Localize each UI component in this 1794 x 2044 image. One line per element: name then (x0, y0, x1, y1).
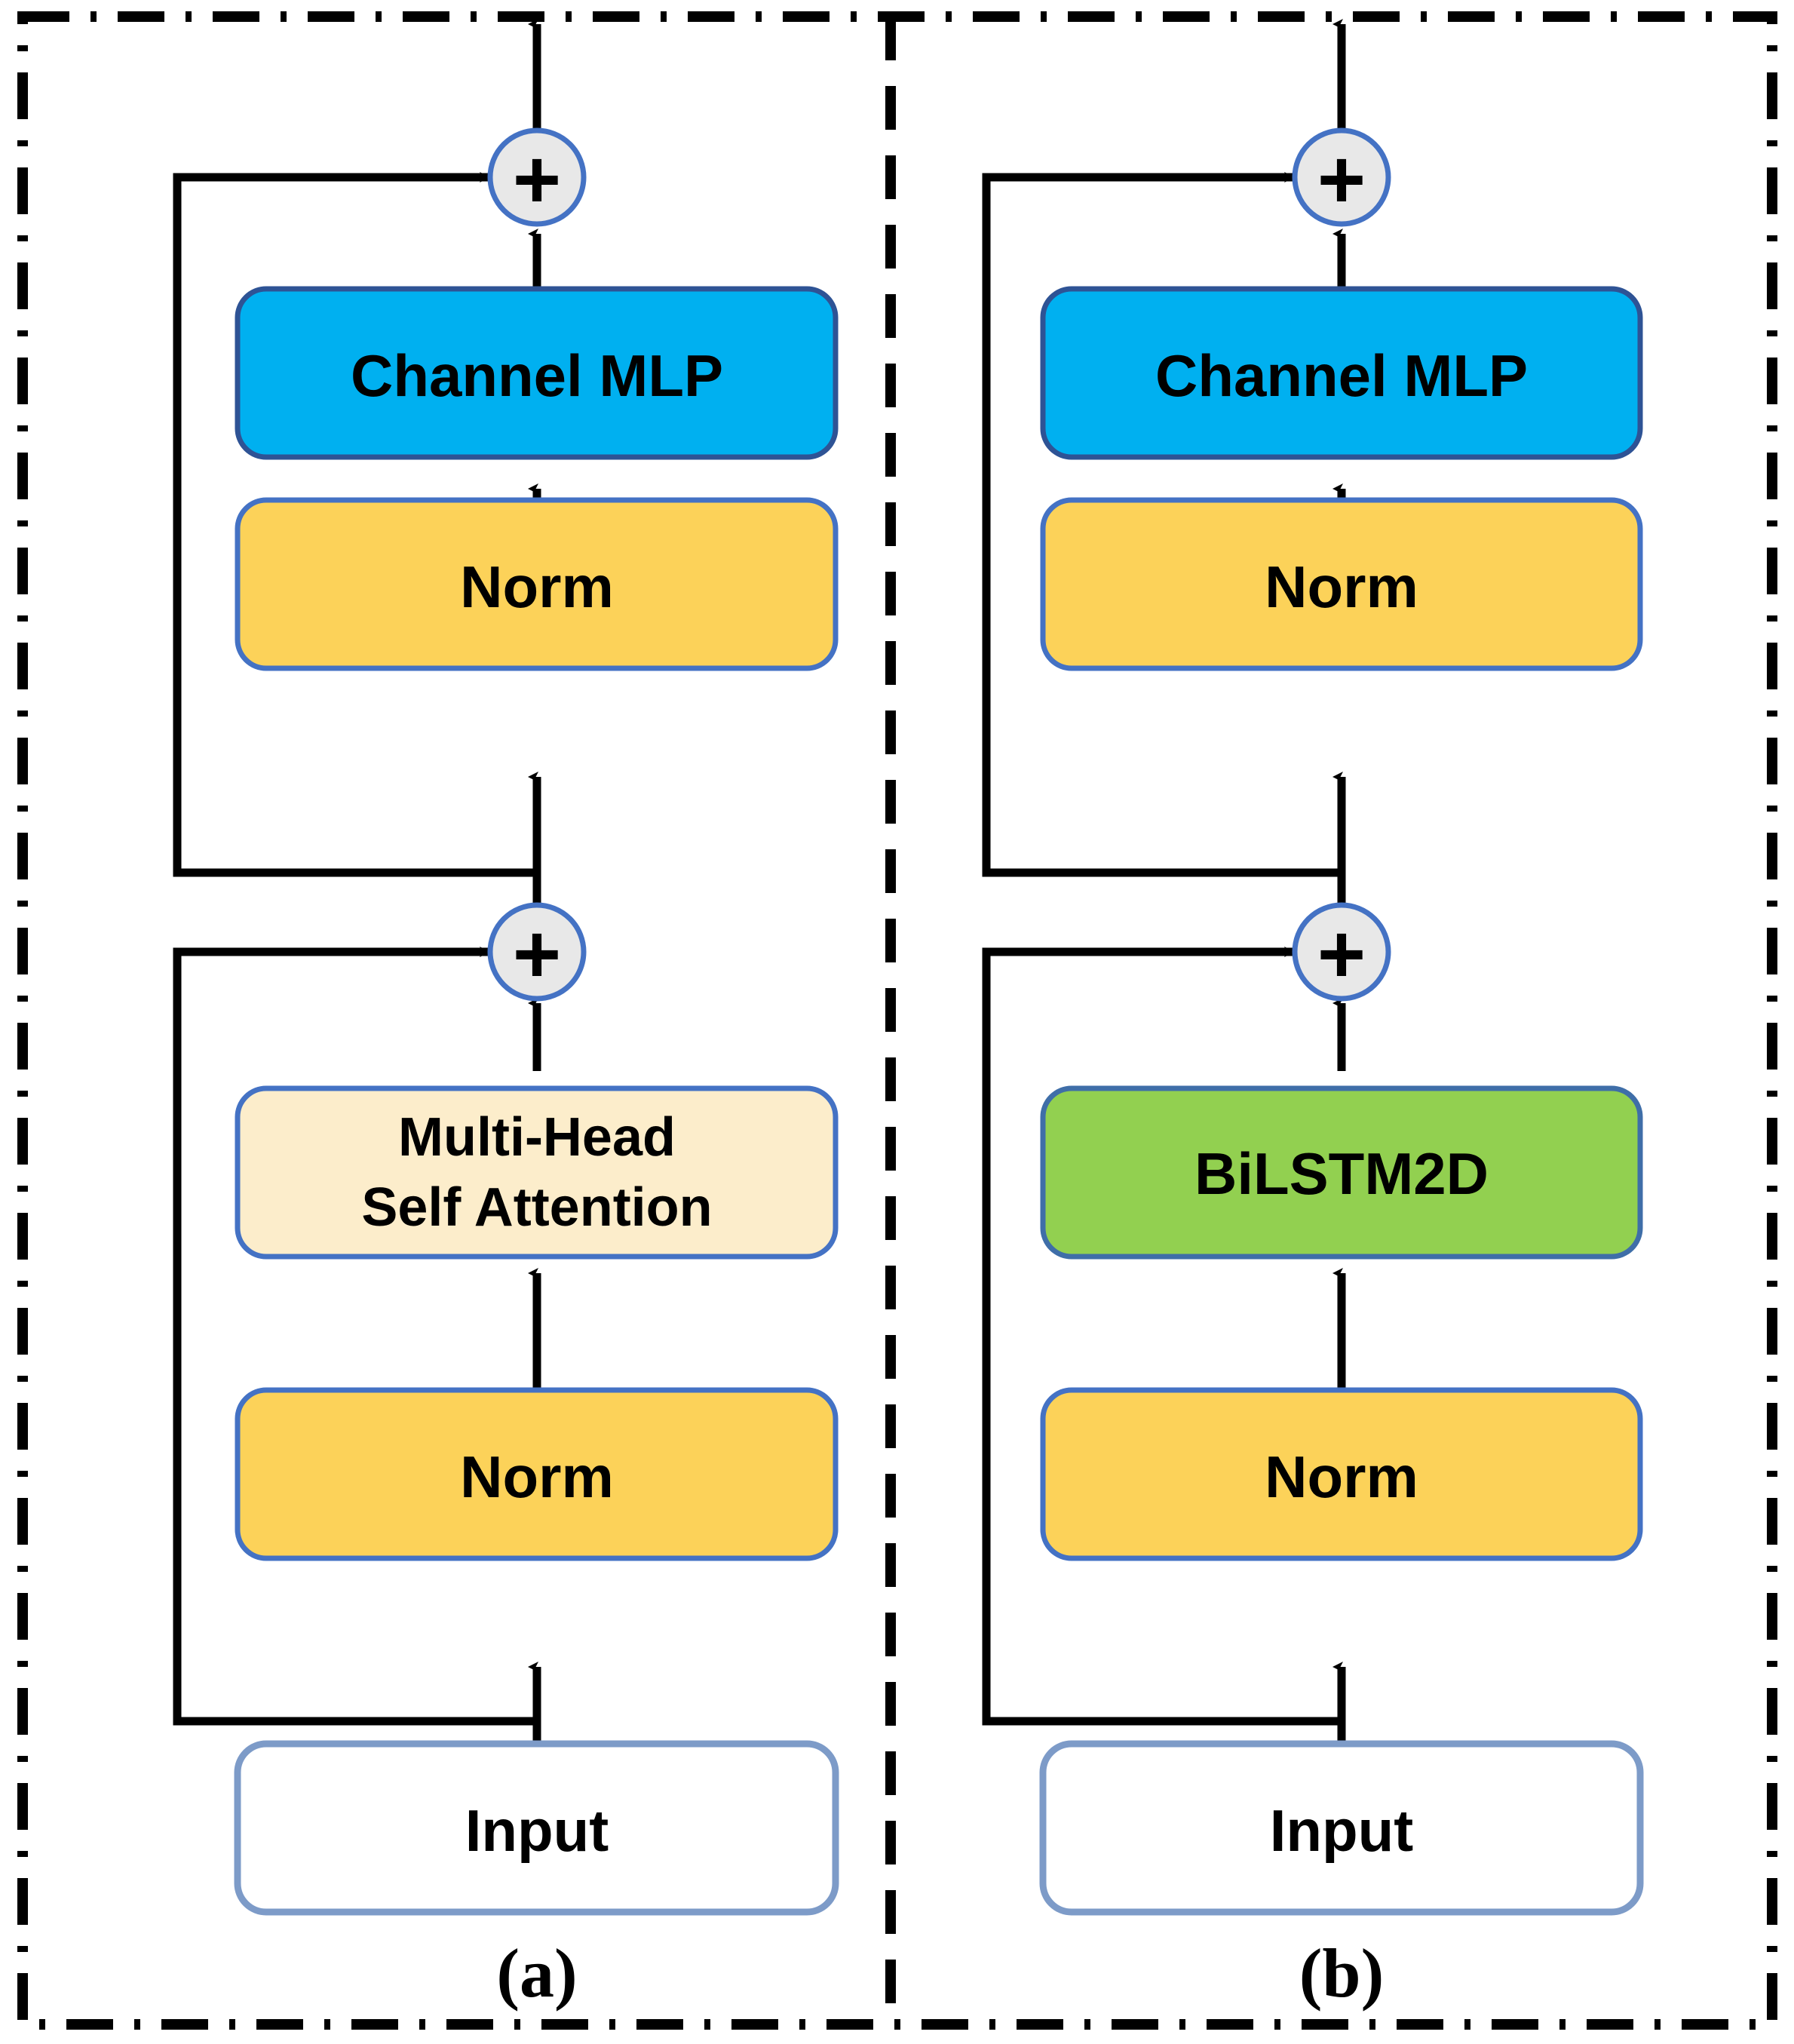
a-attention-label-line1: Multi-Head (398, 1107, 676, 1168)
b-input-label: Input (1270, 1797, 1414, 1864)
b-adder-bottom-plus-icon: + (1317, 908, 1366, 1001)
a-input-rect (234, 1740, 839, 1916)
b-skip-connection-outer (982, 172, 1342, 877)
a-adder-top[interactable]: + (487, 127, 587, 227)
a-norm-top-block[interactable]: Norm (235, 497, 839, 671)
a-adder-bottom[interactable]: + (487, 902, 587, 1002)
outer-border (17, 11, 1777, 2030)
b-input-rect (1039, 1740, 1644, 1916)
a-norm-bottom-label: Norm (460, 1444, 614, 1510)
b-adder-bottom-circle (1292, 902, 1391, 1002)
b-adder-top[interactable]: + (1292, 127, 1391, 227)
b-bilstm-label: BiLSTM2D (1194, 1140, 1489, 1207)
a-adder-top-circle (487, 127, 587, 227)
a-norm-top-rect (235, 497, 839, 671)
panel-a-caption: (a) (496, 1935, 577, 2012)
a-input-label: Input (465, 1797, 609, 1864)
panel-b: Channel MLP Norm BiLSTM2D Norm Input + +… (982, 19, 1644, 2012)
a-attention-label-line2: Self Attention (361, 1177, 712, 1238)
a-skip-connection-outer (173, 172, 537, 877)
a-channel-mlp-rect (235, 286, 839, 460)
b-adder-top-plus-icon: + (1317, 134, 1366, 226)
a-norm-bottom-block[interactable]: Norm (235, 1387, 839, 1561)
a-adder-bottom-plus-icon: + (513, 908, 561, 1001)
a-norm-bottom-rect (235, 1387, 839, 1561)
b-bilstm-rect (1040, 1085, 1643, 1260)
a-norm-top-label: Norm (460, 554, 614, 620)
a-skip-connection-inner (173, 947, 537, 1726)
a-channel-mlp-label: Channel MLP (351, 342, 723, 409)
panel-b-caption: (b) (1299, 1935, 1384, 2012)
b-norm-top-rect (1040, 497, 1643, 671)
b-channel-mlp-rect (1040, 286, 1643, 460)
b-channel-mlp-label: Channel MLP (1155, 342, 1528, 409)
b-bilstm-block[interactable]: BiLSTM2D (1040, 1085, 1643, 1260)
b-norm-bottom-label: Norm (1265, 1444, 1418, 1510)
a-adder-bottom-circle (487, 902, 587, 1002)
a-channel-mlp-block[interactable]: Channel MLP (235, 286, 839, 460)
a-input-block[interactable]: Input (234, 1740, 839, 1916)
b-adder-top-circle (1292, 127, 1391, 227)
b-channel-mlp-block[interactable]: Channel MLP (1040, 286, 1643, 460)
b-norm-top-block[interactable]: Norm (1040, 497, 1643, 671)
a-adder-top-plus-icon: + (513, 134, 561, 226)
b-norm-bottom-rect (1040, 1387, 1643, 1561)
a-attention-block[interactable]: Multi-Head Self Attention (235, 1085, 839, 1260)
b-adder-bottom[interactable]: + (1292, 902, 1391, 1002)
panel-a: Channel MLP Norm Multi-Head Self Attenti… (173, 19, 839, 2012)
b-skip-connection-inner (982, 947, 1342, 1726)
a-attention-rect (235, 1085, 839, 1260)
b-input-block[interactable]: Input (1039, 1740, 1644, 1916)
b-norm-bottom-block[interactable]: Norm (1040, 1387, 1643, 1561)
b-norm-top-label: Norm (1265, 554, 1418, 620)
